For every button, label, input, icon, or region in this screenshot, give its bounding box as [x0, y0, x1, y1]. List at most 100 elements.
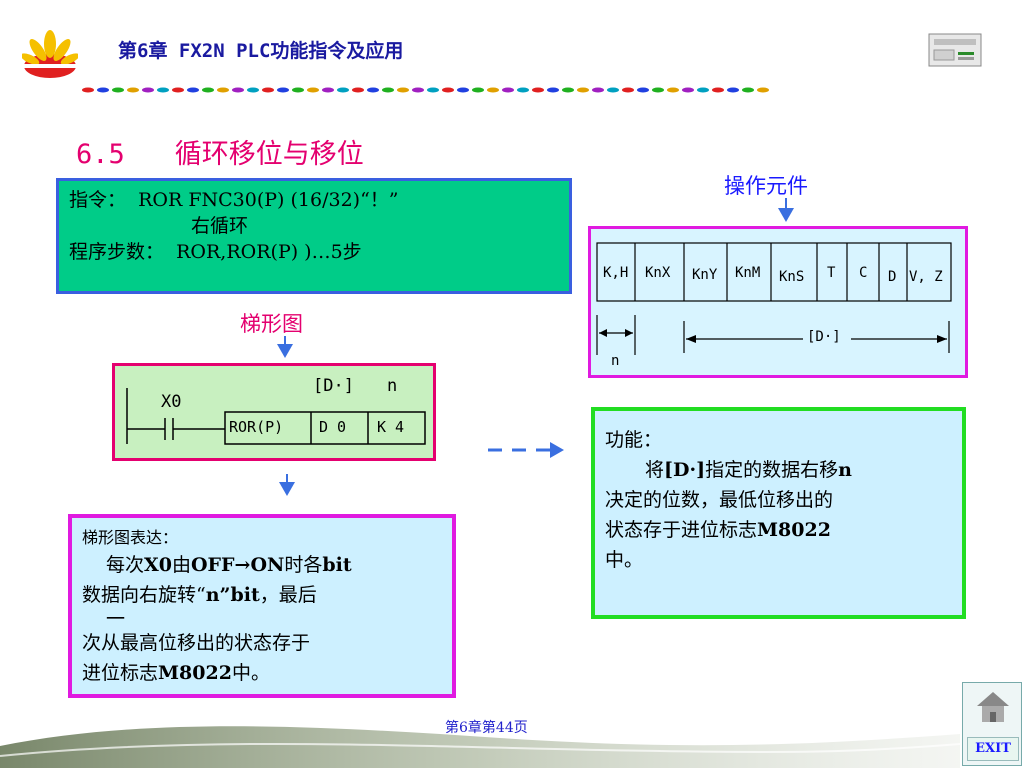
desc-text: 时各 [284, 554, 323, 576]
ladder-arg1: D 0 [319, 418, 347, 436]
operand-range-d: [D·] [807, 329, 841, 345]
program-steps-value: ROR,ROR(P) )…5步 [176, 241, 362, 263]
plc-device-icon [928, 33, 982, 67]
operand-table-box: K,H KnX KnY KnM KnS T C D V, Z n [D·] [588, 226, 968, 378]
section-number: 6.5 [76, 139, 125, 170]
function-text: 将 [645, 459, 665, 481]
decor-dot [637, 87, 649, 93]
decor-dot [742, 87, 754, 93]
decor-dot [277, 87, 289, 93]
decor-dot [667, 87, 679, 93]
decor-dot [337, 87, 349, 93]
section-title: 6.5 循环移位与移位 [76, 132, 364, 171]
operands-arrow-stem [785, 198, 787, 210]
decor-dot [352, 87, 364, 93]
decor-dot [202, 87, 214, 93]
exit-button[interactable]: EXIT [967, 737, 1019, 761]
header-title: 第6章 FX2N PLC功能指令及应用 [118, 40, 404, 62]
instruction-label: 指令： [69, 189, 127, 211]
ladder-instr: ROR(P) [229, 418, 284, 436]
decor-dot [502, 87, 514, 93]
dashed-arrow-icon [488, 442, 564, 458]
home-icon[interactable] [975, 689, 1011, 725]
decor-dot [427, 87, 439, 93]
ladder-arg2-label: n [387, 376, 398, 396]
section-name: 循环移位与移位 [174, 139, 364, 170]
desc-text: 每次 [106, 554, 145, 576]
decor-dot [322, 87, 334, 93]
decor-dot [607, 87, 619, 93]
decor-dot [142, 87, 154, 93]
decor-dot [247, 87, 259, 93]
operand-cell-d: D [888, 269, 897, 285]
shell-logo-icon [20, 30, 80, 78]
decorative-dotted-line [82, 87, 769, 93]
operand-range-n: n [611, 353, 620, 369]
decor-dot [472, 87, 484, 93]
desc-text: ，最后 [259, 584, 317, 606]
operand-cell-kh: K,H [603, 265, 629, 281]
function-flag: M8022 [757, 519, 831, 541]
decor-dot [127, 87, 139, 93]
decor-dot [652, 87, 664, 93]
operand-cell-kns: KnS [779, 269, 805, 285]
description-title: 梯形图表达： [82, 528, 179, 547]
function-n: n [838, 459, 852, 481]
desc-bold: M8022 [158, 662, 232, 684]
decor-dot [172, 87, 184, 93]
footer-wave-decoration [0, 726, 960, 768]
function-text: 指定的数据右移 [705, 459, 839, 481]
description-box: 梯形图表达： 每次X0由OFF→ON时各bit 数据向右旋转“n”bit，最后 … [68, 514, 456, 698]
decor-dot [187, 87, 199, 93]
desc-bold: OFF→ON [191, 554, 285, 576]
decor-dot [577, 87, 589, 93]
instruction-desc: 右循环 [191, 215, 249, 237]
instruction-box: 指令： ROR FNC30(P) (16/32)“！” 右循环 程序步数： RO… [56, 178, 572, 294]
operands-label: 操作元件 [724, 174, 808, 198]
function-text: 状态存于进位标志 [605, 519, 758, 541]
decor-dot [157, 87, 169, 93]
decor-dot [262, 87, 274, 93]
plc-device-image [928, 30, 982, 70]
logo [20, 28, 80, 80]
desc-text: 中。 [231, 662, 270, 684]
operand-cell-t: T [827, 265, 836, 281]
ladder-diagram-box: X0 ROR(P) D 0 K 4 [D·] n [112, 363, 436, 461]
operand-cell-vz: V, Z [909, 269, 943, 285]
operand-range-diagram [596, 242, 952, 355]
decor-dot [532, 87, 544, 93]
decor-dot [547, 87, 559, 93]
desc-arrow-icon [279, 482, 295, 496]
decor-dot [757, 87, 769, 93]
ladder-arrow-stem [284, 336, 286, 346]
decor-dot [292, 87, 304, 93]
decor-dot [682, 87, 694, 93]
ladder-diagram [126, 388, 426, 445]
operand-cell-kny: KnY [692, 267, 718, 283]
operand-cell-knm: KnM [735, 265, 761, 281]
decor-dot [727, 87, 739, 93]
ladder-arg2: K 4 [377, 418, 405, 436]
function-title: 功能： [605, 429, 663, 451]
operand-cell-c: C [859, 265, 868, 281]
function-operand: [D·] [664, 459, 706, 481]
decor-dot [697, 87, 709, 93]
page-number: 第6章第44页 [445, 720, 528, 736]
decor-dot [397, 87, 409, 93]
decor-dot [457, 87, 469, 93]
desc-text: 进位标志 [82, 662, 159, 684]
ladder-label: 梯形图 [240, 312, 303, 336]
operands-arrow-icon [778, 208, 794, 222]
desc-text: 数据向右旋转“ [82, 584, 206, 606]
desc-arrow-stem [286, 474, 288, 484]
desc-text: 次从最高位移出的状态存于 [82, 632, 311, 654]
decor-dot [412, 87, 424, 93]
decor-dot [487, 87, 499, 93]
ladder-contact-label: X0 [161, 392, 182, 412]
ladder-arg1-label: [D·] [313, 376, 354, 396]
decor-dot [517, 87, 529, 93]
decor-dot [382, 87, 394, 93]
operand-cell-knx: KnX [645, 265, 671, 281]
desc-text: 由 [171, 554, 191, 576]
program-steps-label: 程序步数： [69, 241, 165, 263]
